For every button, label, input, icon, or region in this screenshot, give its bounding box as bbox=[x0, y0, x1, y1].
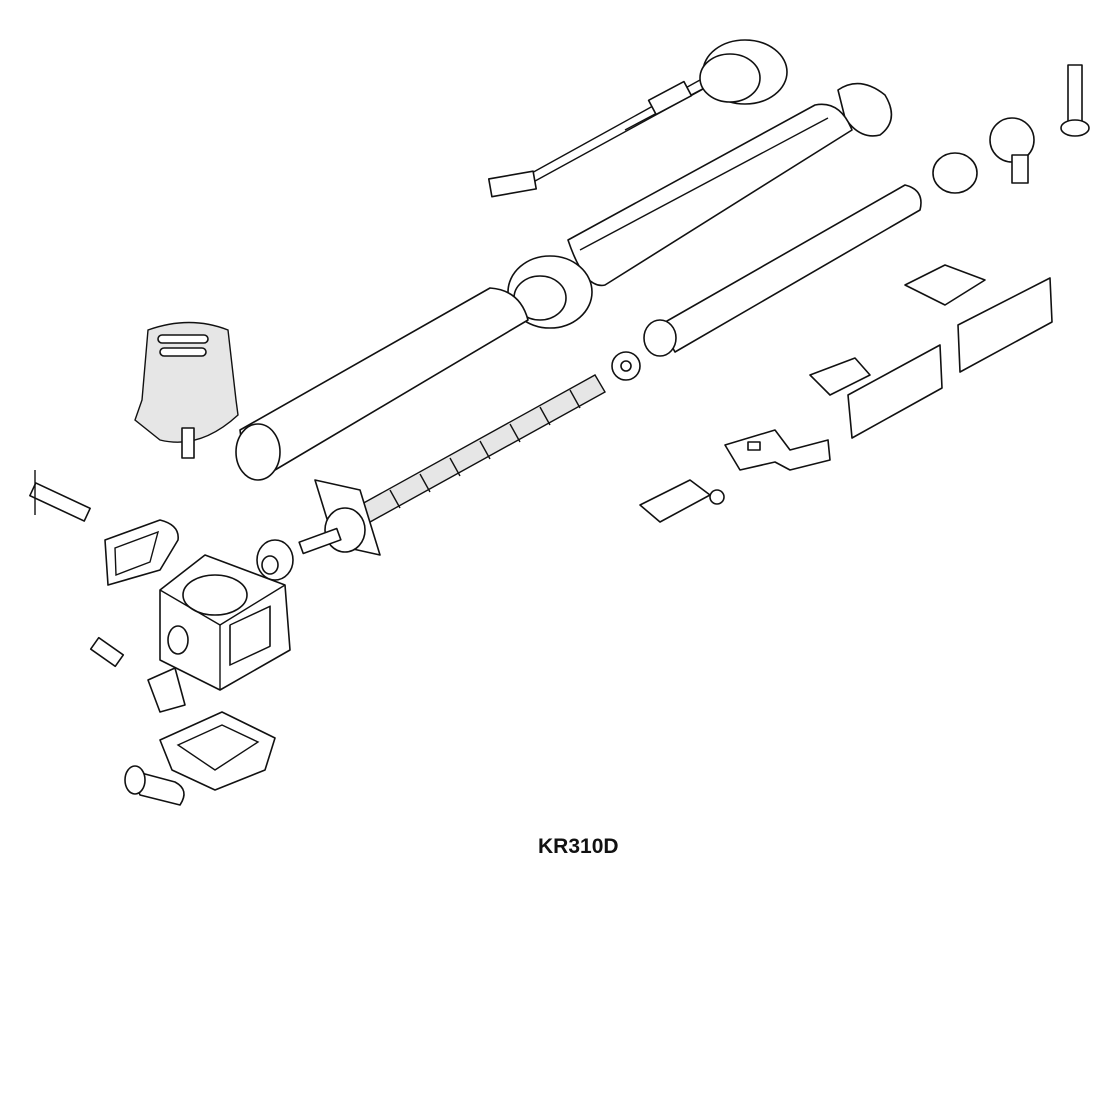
angle-bracket-large bbox=[904, 264, 1053, 373]
key-part bbox=[89, 636, 125, 668]
piston-rod bbox=[643, 184, 922, 357]
gearbox-housing bbox=[159, 554, 291, 691]
bearing-flange bbox=[298, 479, 381, 556]
release-pin bbox=[29, 470, 91, 522]
base-housing bbox=[159, 711, 276, 791]
front-clevis bbox=[639, 479, 725, 523]
motor-cover bbox=[134, 321, 239, 459]
cylinder-plug bbox=[124, 765, 185, 806]
flat-bracket bbox=[724, 429, 831, 471]
angle-bracket-small bbox=[809, 344, 943, 439]
gasket-frame bbox=[104, 519, 179, 586]
outer-tube-lower bbox=[235, 287, 529, 481]
wire-harness-part bbox=[487, 79, 711, 198]
rear-cover-plate bbox=[837, 82, 893, 137]
model-label: KR310D bbox=[538, 835, 619, 858]
rod-end-fittings bbox=[932, 64, 1090, 194]
drive-gear bbox=[256, 539, 294, 581]
end-cap-ring-top bbox=[699, 39, 788, 105]
release-cam bbox=[147, 667, 186, 713]
washer bbox=[611, 351, 641, 381]
